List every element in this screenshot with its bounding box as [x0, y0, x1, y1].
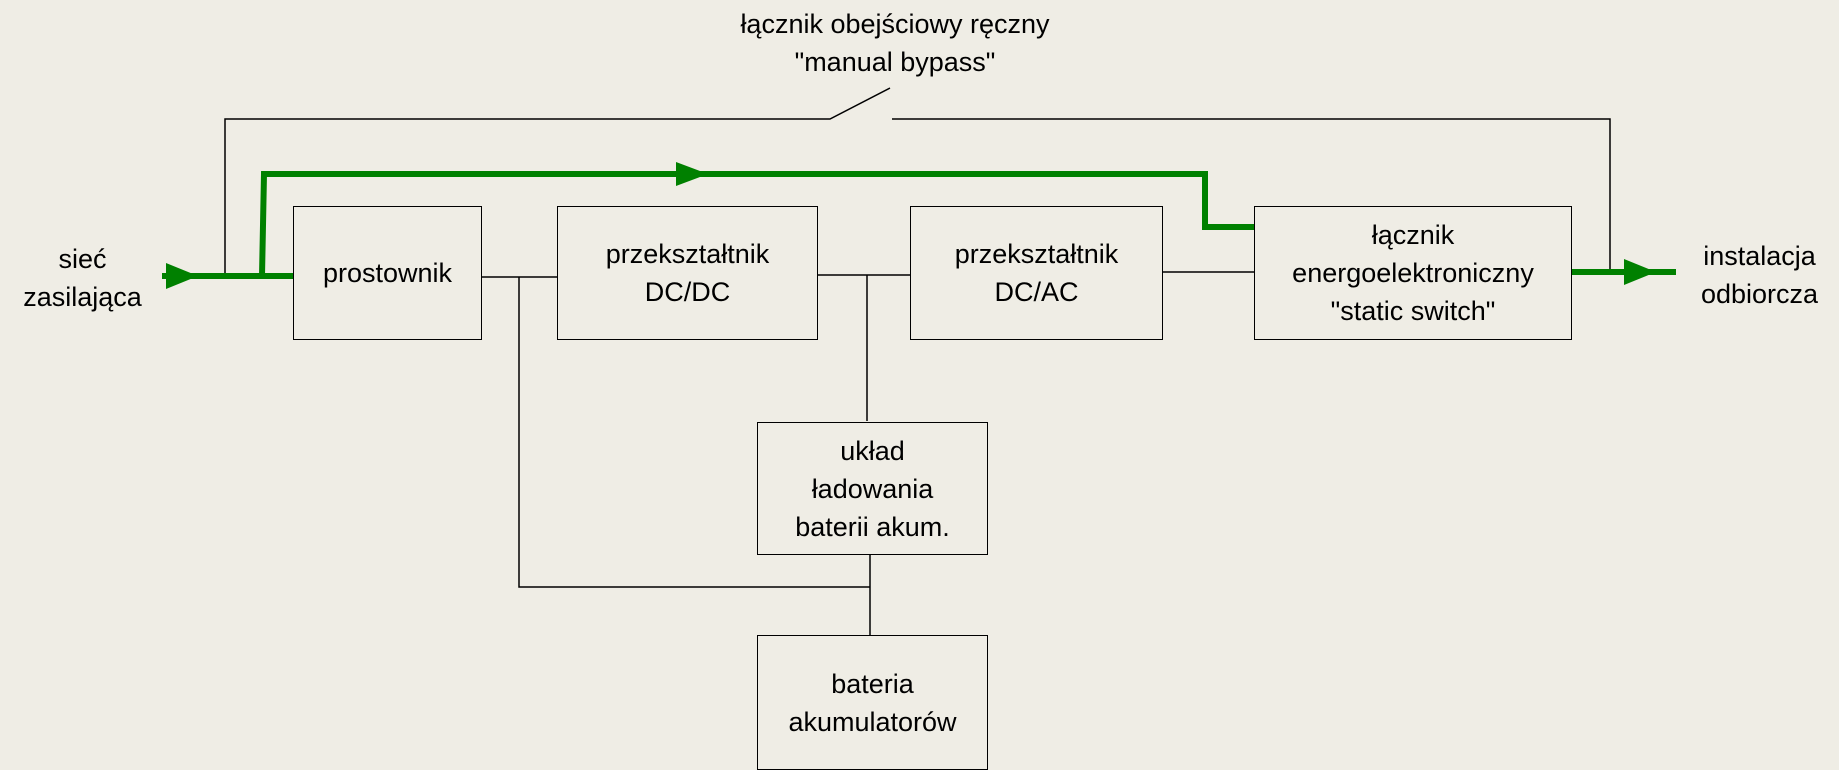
output-label: instalacja odbiorcza	[1700, 241, 1819, 309]
bypass-wire-left	[224, 87, 891, 276]
dcac-inverter-block: przekształtnik DC/AC	[910, 206, 1163, 340]
bypass-wire-right	[892, 118, 1611, 272]
rectifier-block: prostownik	[293, 206, 482, 340]
arrow-input	[166, 263, 198, 289]
wire-dcbus-battery	[518, 277, 870, 588]
flow-arrows	[166, 162, 1656, 289]
dcdc-converter-block: przekształtnik DC/DC	[557, 206, 818, 340]
arrow-path	[676, 162, 708, 186]
power-path-bypass	[259, 171, 1254, 277]
arrow-output	[1624, 259, 1656, 285]
battery-block: bateria akumulatorów	[757, 635, 988, 770]
signal-wires	[224, 87, 1611, 636]
charger-block: układ ładowania baterii akum.	[757, 422, 988, 555]
bypass-switch-label: łącznik obejściowy ręczny "manual bypass…	[740, 9, 1050, 77]
input-label: sieć zasilająca	[23, 244, 142, 312]
static-switch-block: łącznik energoelektroniczny "static swit…	[1254, 206, 1572, 340]
